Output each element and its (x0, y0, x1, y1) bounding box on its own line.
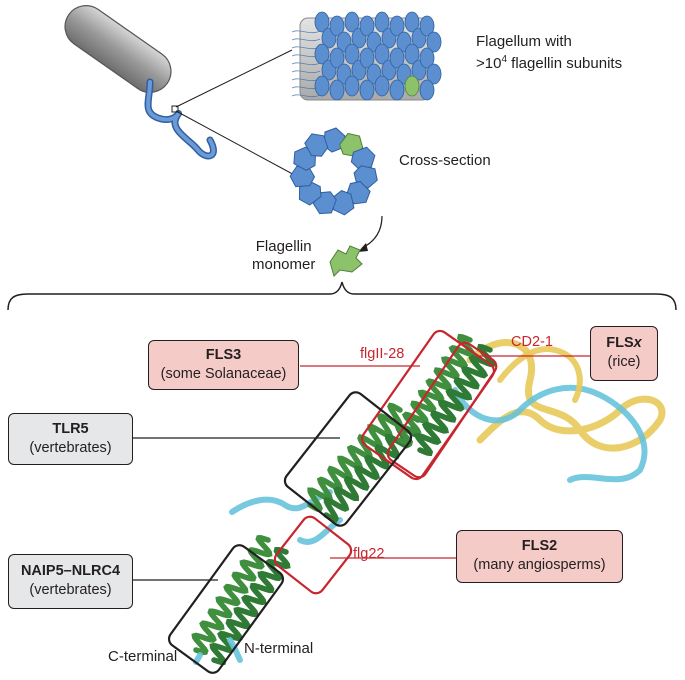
n-terminus-end (227, 637, 243, 663)
receptor-tlr5-name: TLR5 (52, 421, 89, 437)
receptor-naip5-nlrc4: NAIP5–NLRC4 (vertebrates) (8, 554, 133, 609)
flagellum-count: >10 (476, 55, 502, 72)
flagellum-filament (291, 70, 321, 74)
bracket (7, 281, 677, 311)
flagellum-segment (291, 11, 442, 101)
flagellin-subunit (329, 15, 345, 37)
flagellin-subunit (389, 47, 405, 69)
zoom-lines (171, 49, 301, 179)
receptor-naip5-name: NAIP5–NLRC4 (20, 563, 121, 579)
flagellin-subunit (359, 47, 375, 69)
flagellum-label-line2: >104 flagellin subunits (476, 51, 622, 73)
flagellin-subunit (344, 43, 360, 65)
flagellin-subunit (329, 47, 345, 69)
receptor-naip5-scope: (vertebrates) (29, 582, 112, 598)
receptor-flsx-name-italic: x (633, 335, 642, 351)
connector-lines (133, 355, 590, 581)
flagellin-subunit (404, 43, 420, 65)
flagellum-exponent: 4 (501, 54, 508, 65)
helix-d2-a (394, 333, 476, 447)
box-cd21 (386, 341, 498, 479)
c-terminus-end (193, 652, 203, 665)
box-tlr5 (283, 391, 413, 527)
flagellin-subunit (389, 79, 405, 101)
flagellin-monomer (329, 245, 363, 277)
flagellin-subunit (359, 79, 375, 101)
receptor-flsx-name-prefix: FLS (606, 335, 634, 351)
flagellin-subunit (404, 11, 420, 33)
flagellum-suffix: flagellin subunits (507, 55, 623, 72)
flagellin-structure (191, 333, 666, 665)
n-terminal-label: N-terminal (244, 640, 314, 657)
receptor-fls3-name: FLS3 (205, 347, 242, 363)
cross-section-label: Cross-section (399, 152, 491, 169)
monomer-arrow (361, 215, 383, 249)
flagellin-subunit (344, 75, 360, 97)
flagellin-subunit (374, 75, 390, 97)
receptor-flsx-scope: (rice) (607, 354, 641, 370)
flagellum-filament (291, 94, 321, 98)
monomer-label-line2: monomer (252, 256, 316, 273)
receptor-fls2-name: FLS2 (521, 538, 558, 554)
flagellin-subunit (314, 43, 330, 65)
ring-subunit-shape (304, 133, 329, 157)
flagellin-subunit (359, 15, 375, 37)
domain-d3-loop (452, 384, 648, 483)
loop-connector-2 (297, 517, 343, 545)
receptor-fls2: FLS2 (many angiosperms) (456, 530, 623, 583)
receptor-tlr5: TLR5 (vertebrates) (8, 413, 133, 465)
helix-d0-n (209, 547, 291, 665)
flagellum-label-line1: Flagellum with (476, 33, 572, 50)
receptor-fls3-scope: (some Solanaceae) (160, 366, 287, 382)
flagellin-subunit (344, 11, 360, 33)
domain-d3-coil-2 (497, 346, 583, 403)
receptor-flsx-name: FLSx (591, 334, 657, 353)
flagellin-subunit (426, 31, 442, 53)
monomer-label-line1: Flagellin (255, 238, 312, 255)
cross-section-ring (289, 127, 378, 216)
flagellin-subunit (389, 15, 405, 37)
receptor-fls2-scope: (many angiosperms) (473, 557, 606, 573)
flagellin-subunit (374, 43, 390, 65)
flagellin-subunit (419, 47, 435, 69)
epitope-boxes (167, 329, 498, 674)
bacterium (64, 5, 217, 160)
receptor-fls3: FLS3 (some Solanaceae) (148, 340, 299, 390)
flagellum-filament (291, 62, 321, 66)
monomer-label: Flagellin monomer (252, 238, 315, 274)
flagellin-subunit (419, 15, 435, 37)
flagellin-subunit-highlighted (404, 75, 420, 97)
epitope-cd21-label: CD2-1 (511, 334, 553, 350)
flagellin-subunit (374, 11, 390, 33)
flagellin-subunit (426, 63, 442, 85)
helix-d1-a (307, 402, 403, 513)
flagellin-subunit (329, 79, 345, 101)
flagellum-label: Flagellum with >104 flagellin subunits (476, 33, 622, 73)
helix-d0-c (191, 535, 273, 655)
receptor-flsx: FLSx (rice) (590, 326, 658, 381)
epitope-flgii28-label: flgII-28 (360, 346, 405, 362)
receptor-tlr5-scope: (vertebrates) (29, 440, 112, 456)
flagellin-subunit (419, 79, 435, 101)
flagellin-subunit (314, 75, 330, 97)
helix-d2-b (414, 343, 496, 457)
flagellin-subunit (314, 11, 330, 33)
epitope-flg22-label: flg22 (353, 546, 385, 562)
flagellum-filament (291, 38, 321, 42)
ring-subunit (304, 133, 329, 157)
box-flg22 (273, 515, 353, 595)
c-terminal-label: C-terminal (108, 648, 178, 665)
box-naip5 (167, 544, 285, 674)
domain-d3-coil (466, 339, 666, 452)
flagellum-filament (291, 30, 321, 34)
